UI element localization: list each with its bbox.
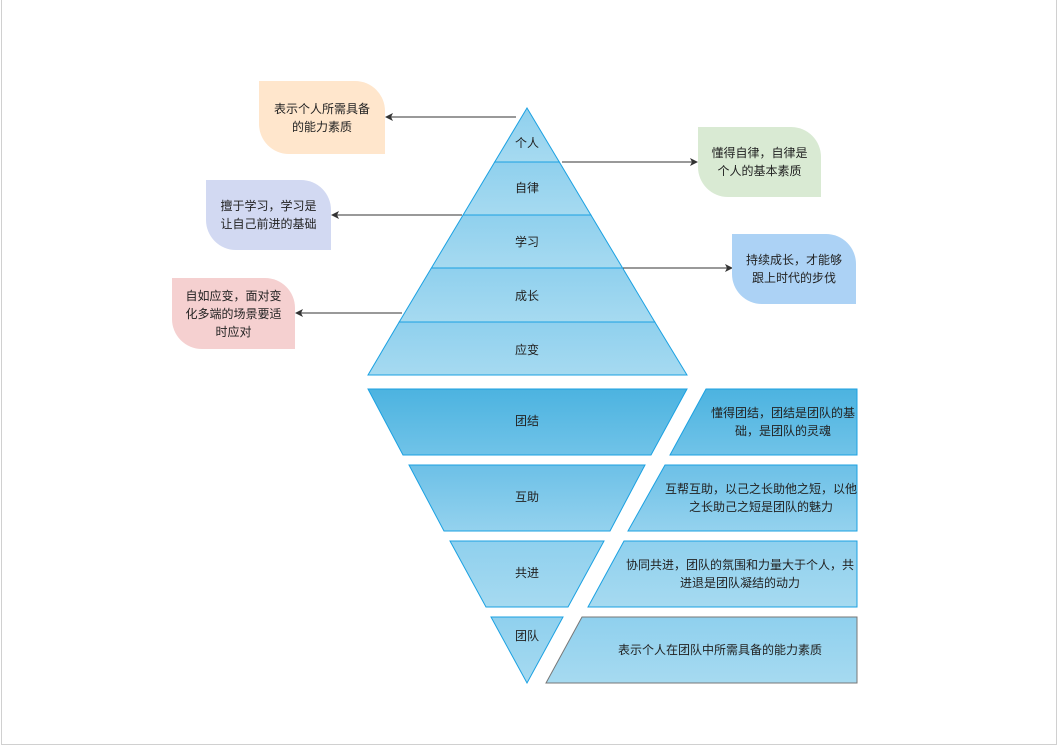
note-adaptability: 自如应变，面对变化多端的场景要适时应对 — [172, 278, 295, 349]
team-level-1[interactable] — [367, 388, 688, 456]
team-desc-1: 懂得团结，团结是团队的基础，是团队的灵魂 — [710, 406, 855, 438]
team-label-1: 团结 — [514, 414, 539, 428]
team-level-3[interactable] — [449, 540, 605, 608]
note-growth: 持续成长，才能够跟上时代的步伐 — [732, 234, 856, 304]
pyramid-label-5: 应变 — [514, 343, 539, 357]
note-personal: 表示个人所需具备的能力素质 — [259, 81, 385, 154]
pyramid-label-4: 成长 — [514, 289, 539, 303]
team-label-2: 互助 — [514, 490, 539, 504]
note-learning: 擅于学习，学习是让自己前进的基础 — [206, 180, 331, 250]
pyramid-label-2: 自律 — [514, 181, 539, 195]
team-level-2[interactable] — [408, 464, 646, 532]
team-desc-2: 互帮互助，以己之长助他之短，以他之长助己之短是团队的魅力 — [664, 482, 857, 514]
pyramid-label-3: 学习 — [514, 235, 539, 249]
team-label-4: 团队 — [514, 629, 539, 643]
team-desc-4: 表示个人在团队中所需具备的能力素质 — [617, 643, 822, 657]
team-desc-box-3[interactable] — [587, 540, 858, 608]
team-desc-box-1[interactable] — [669, 388, 858, 456]
team-desc-box-4[interactable] — [545, 616, 858, 684]
pyramid-label-1: 个人 — [514, 136, 539, 150]
note-self-discipline: 懂得自律，自律是个人的基本素质 — [698, 127, 821, 197]
connector-arrows — [295, 113, 733, 317]
team-desc-box-2[interactable] — [627, 464, 858, 532]
team-pyramid — [367, 388, 858, 685]
pyramid-level-5[interactable] — [367, 321, 688, 376]
team-level-4[interactable] — [490, 616, 564, 685]
personal-pyramid — [367, 107, 688, 376]
team-desc-3: 协同共进，团队的氛围和力量大于个人，共进退是团队凝结的动力 — [625, 558, 854, 590]
team-label-3: 共进 — [514, 566, 539, 580]
